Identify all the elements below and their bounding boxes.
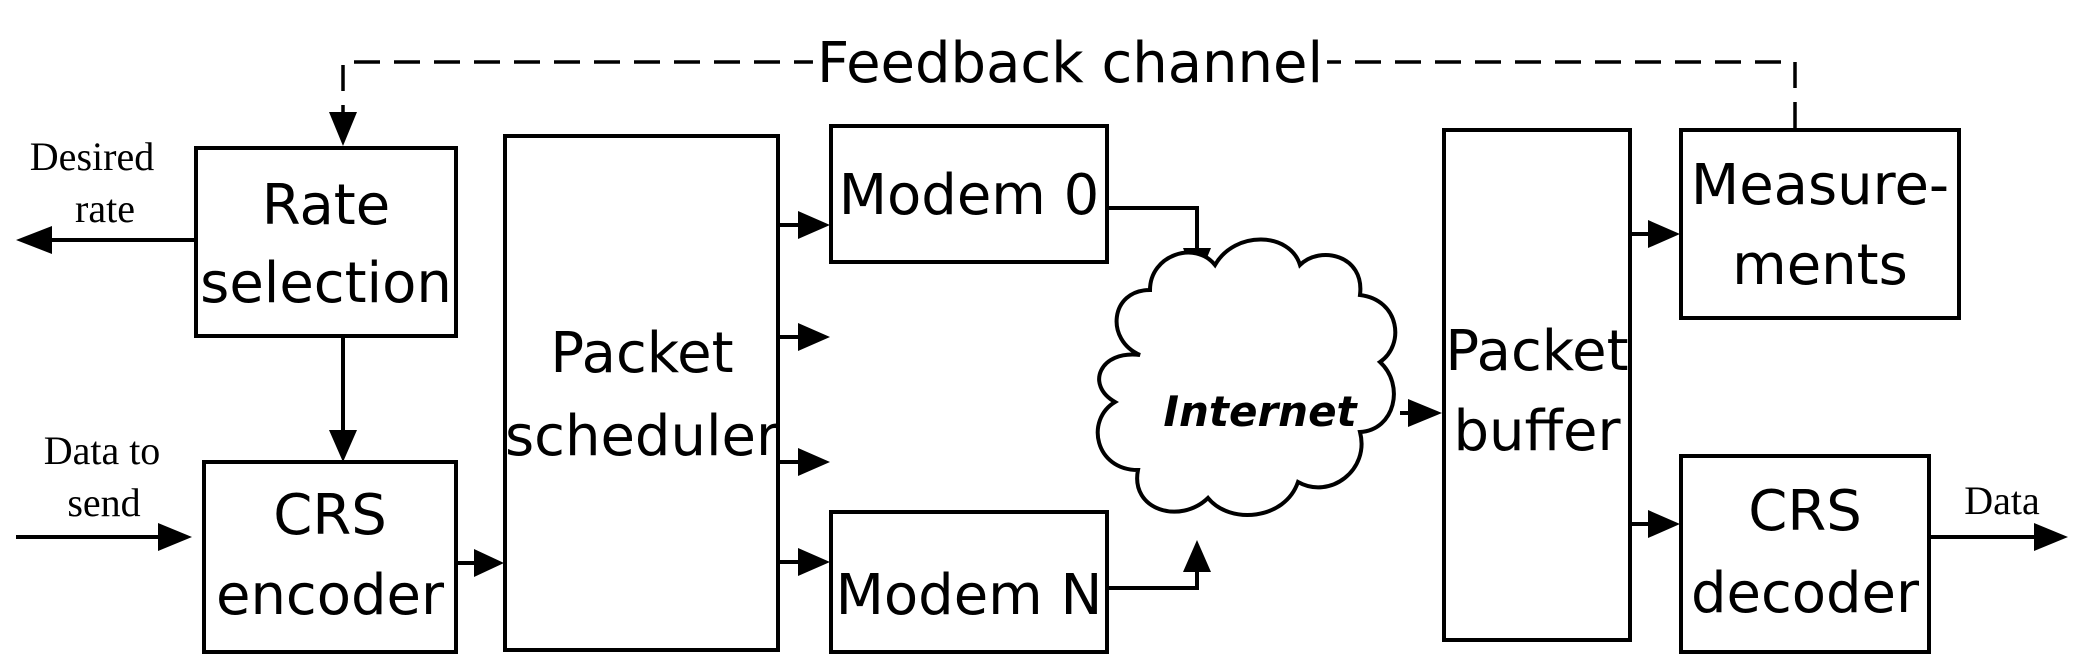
packet-buffer-label-line2: buffer <box>1453 399 1621 464</box>
data-output-arrow-head <box>2034 523 2068 551</box>
rate-to-encoder-arrow-head <box>329 430 357 462</box>
desired-rate-arrow-head <box>16 226 52 254</box>
rate-selection-label-line1: Rate <box>262 173 390 238</box>
data-to-send-label-line2: send <box>67 480 140 525</box>
feedback-arrow-head <box>329 112 357 146</box>
data-to-send-input: Data to send <box>16 428 192 551</box>
modem-bottom-block: Modem N <box>829 510 1109 654</box>
scheduler-out-2-arrow-head <box>798 323 830 351</box>
feedback-label-backing <box>812 31 1328 96</box>
packet-buffer-label-line1: Packet <box>1445 319 1628 384</box>
measurements-block: Measure- ments <box>1679 128 1961 320</box>
scheduler-out-3-arrow-head <box>798 448 830 476</box>
rate-selection-block: Rate selection <box>194 146 458 338</box>
desired-rate-label-line1: Desired <box>30 134 154 179</box>
buffer-to-decoder-arrow-head <box>1648 510 1680 538</box>
data-output: Data <box>1929 478 2068 551</box>
crs-encoder-label-line2: encoder <box>216 563 445 628</box>
crs-encoder-label-line1: CRS <box>273 483 387 548</box>
crs-decoder-block: CRS decoder <box>1679 454 1931 654</box>
feedback-channel-label: Feedback channel <box>817 31 1323 96</box>
feedback-channel: Feedback channel <box>329 31 1797 146</box>
packet-scheduler-label-line2: scheduler <box>505 404 780 469</box>
buffer-to-measurements-arrow-head <box>1648 220 1680 248</box>
modem-bottom-label: Modem N <box>836 563 1103 628</box>
measurements-label-line2: ments <box>1732 233 1908 298</box>
measurements-label-line1: Measure- <box>1691 153 1949 218</box>
packet-scheduler-label-line1: Packet <box>550 321 733 386</box>
modem-bottom-to-internet-line <box>1107 570 1199 590</box>
data-to-send-label-line1: Data to <box>44 428 161 473</box>
crs-decoder-label-line2: decoder <box>1691 561 1920 626</box>
crs-decoder-label-line1: CRS <box>1748 479 1862 544</box>
crs-encoder-block: CRS encoder <box>202 460 458 654</box>
modem-top-to-internet-line <box>1107 206 1199 250</box>
rate-selection-label-line2: selection <box>200 251 452 316</box>
packet-buffer-box <box>1442 128 1632 642</box>
feedback-line-right <box>1320 60 1797 128</box>
packet-scheduler-block: Packet scheduler <box>503 134 780 652</box>
modem-bottom-to-internet-arrow-head <box>1183 540 1211 572</box>
packet-buffer-block: Packet buffer <box>1442 128 1632 642</box>
modem-top-label: Modem 0 <box>839 163 1100 228</box>
data-output-label: Data <box>1964 478 2040 523</box>
scheduler-out-1-arrow-head <box>798 211 830 239</box>
modem-top-block: Modem 0 <box>829 124 1109 264</box>
crs-encoder-box <box>202 460 458 654</box>
internet-cloud: Internet <box>1095 237 1398 518</box>
desired-rate-output: Desired rate <box>16 134 196 254</box>
desired-rate-label-line2: rate <box>75 186 135 231</box>
measurements-box <box>1679 128 1961 320</box>
modem-top-box <box>829 124 1109 264</box>
encoder-to-scheduler-arrow-head <box>474 549 504 577</box>
packet-scheduler-box <box>503 134 780 652</box>
feedback-line-left <box>341 60 820 112</box>
internet-to-buffer-arrow-head <box>1408 399 1442 427</box>
crs-decoder-box <box>1679 454 1931 654</box>
modem-bottom-box <box>829 510 1109 654</box>
scheduler-outputs <box>778 211 830 576</box>
data-to-send-arrow-head <box>158 523 192 551</box>
cloud-shape <box>1095 237 1398 518</box>
internet-label: Internet <box>1163 387 1358 436</box>
scheduler-out-4-arrow-head <box>798 548 830 576</box>
